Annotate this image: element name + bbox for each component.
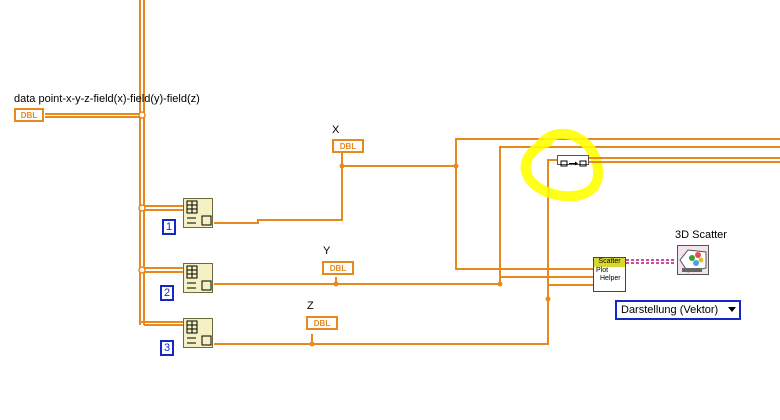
x-indicator[interactable]: DBL: [332, 139, 364, 153]
scatter-label: 3D Scatter: [675, 229, 727, 241]
plot-helper-line2: Helper: [600, 275, 621, 282]
y-indicator[interactable]: DBL: [322, 261, 354, 275]
x-label: X: [332, 124, 340, 136]
z-indicator[interactable]: DBL: [306, 316, 338, 330]
3d-scatter-terminal[interactable]: [677, 245, 709, 275]
index-array-icon: [186, 200, 212, 226]
index-array-node-z[interactable]: [183, 318, 213, 348]
index-array-node-x[interactable]: [183, 198, 213, 228]
darstellung-enum-control[interactable]: Darstellung (Vektor): [615, 300, 741, 320]
index-array-icon: [186, 320, 212, 346]
index-constant-1[interactable]: 1: [162, 219, 176, 235]
plot-helper-header: Scatter: [594, 258, 625, 267]
plot-helper-line1: Plot: [596, 267, 609, 274]
y-label: Y: [323, 245, 331, 257]
refnum-wire: [626, 259, 676, 264]
data-point-label: data point-x-y-z-field(x)-field(y)-field…: [14, 93, 200, 105]
z-label: Z: [307, 300, 314, 312]
data-point-control[interactable]: DBL: [14, 108, 44, 122]
wire-junctions: [309, 163, 551, 347]
bundle-icon: [560, 160, 587, 167]
scatter-plot-helper-node[interactable]: Scatter Plot Helper: [593, 257, 626, 292]
enum-value: Darstellung (Vektor): [621, 304, 719, 316]
highlight-scribble: [520, 128, 603, 202]
bundle-node[interactable]: [557, 155, 589, 167]
chevron-down-icon[interactable]: [728, 307, 736, 312]
index-array-icon: [186, 265, 212, 291]
index-constant-2[interactable]: 2: [160, 285, 174, 301]
index-array-node-y[interactable]: [183, 263, 213, 293]
index-constant-3[interactable]: 3: [160, 340, 174, 356]
3d-scatter-icon: [679, 249, 707, 273]
